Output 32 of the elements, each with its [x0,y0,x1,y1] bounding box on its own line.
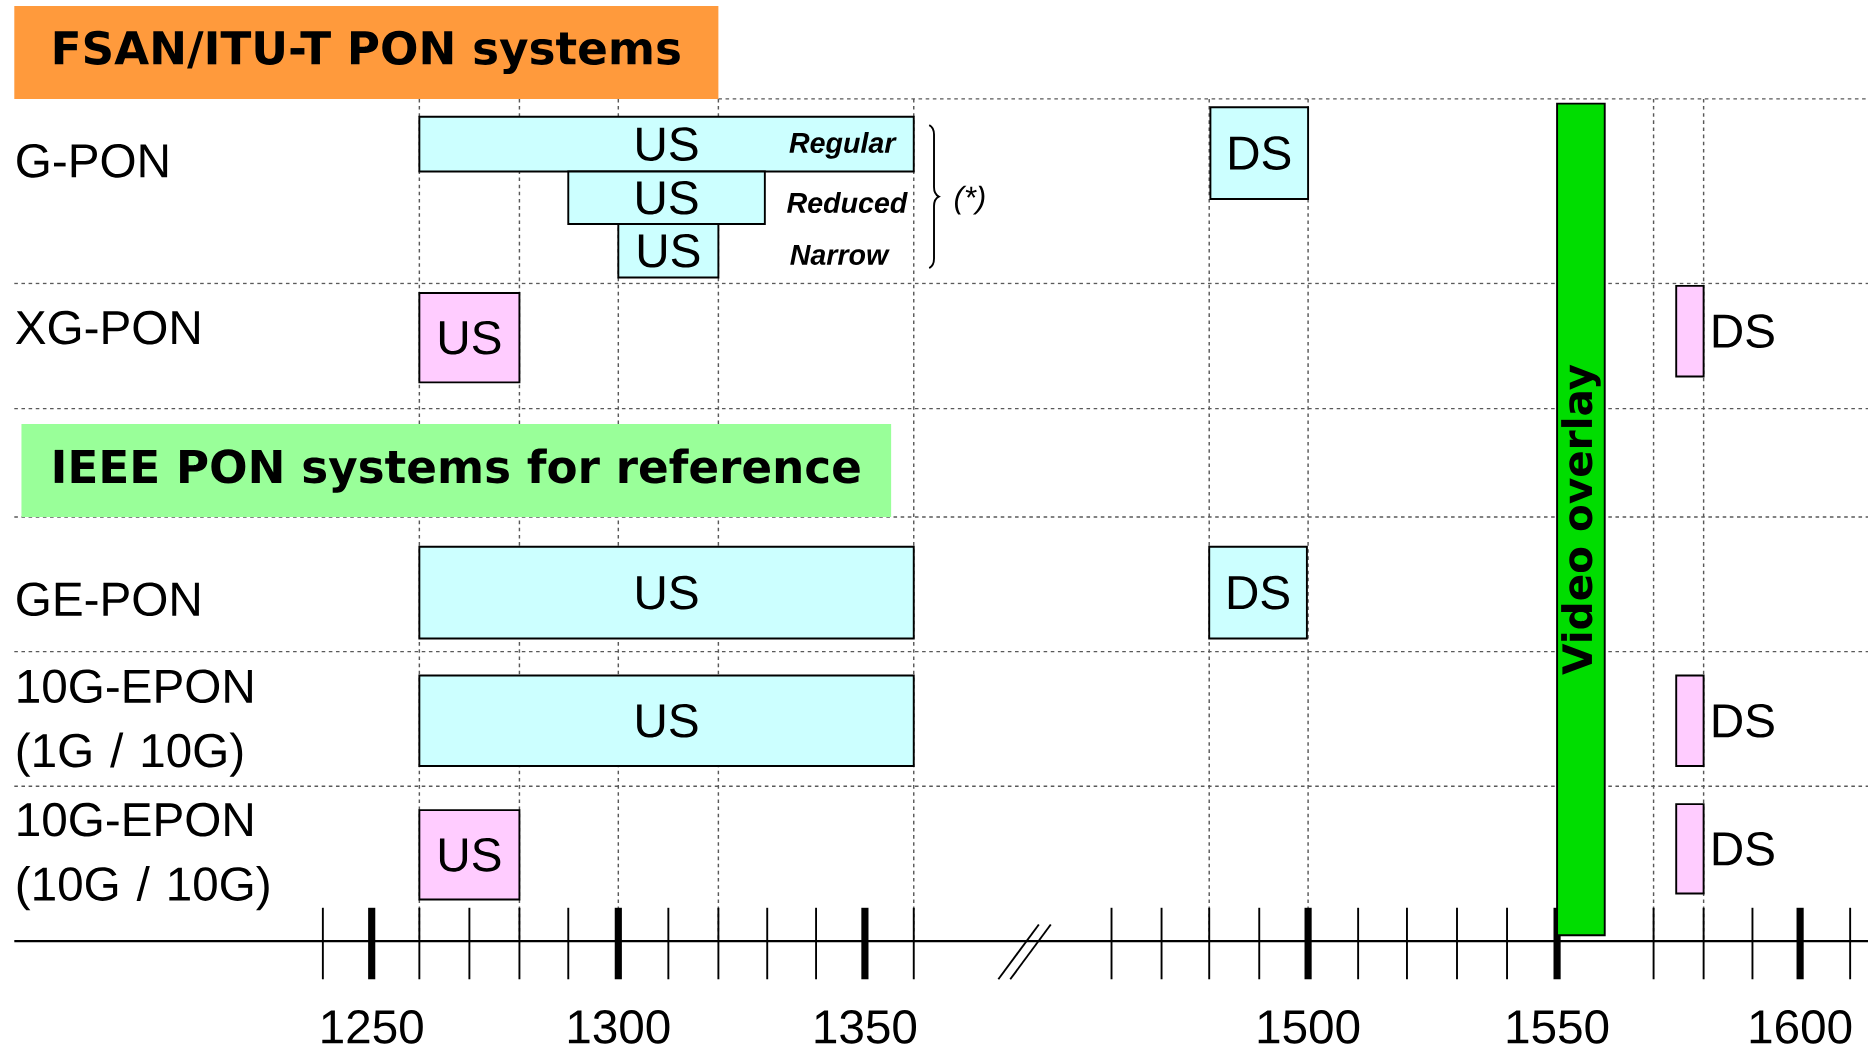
band-box: US [418,546,915,640]
heading-band: IEEE PON systems for reference [21,424,892,518]
axis-tick-label: 1350 [815,1010,916,1044]
axis-tick-label: 1550 [1507,1010,1609,1044]
band-box: US [567,170,766,226]
footnote-mark: (*) [955,185,985,215]
row-label: 10G-EPON (10G / 10G) [17,802,269,911]
node-label: DS [1713,314,1774,349]
band-label: Reduced [787,192,908,214]
band-box: DS [1209,106,1310,201]
row-label: G-PON [17,144,168,178]
band-box: DS [1208,546,1308,640]
heading-band: FSAN/ITU-T PON systems [14,6,719,99]
node-label: DS [1713,832,1774,866]
axis-tick-label: 1300 [568,1010,670,1044]
band-box: DS [1675,285,1774,378]
node-label: DS [1713,704,1774,738]
band-label: Narrow [790,245,890,265]
row-label: GE-PON [17,582,199,617]
axis-tick-label: 1500 [1258,1010,1360,1044]
video-overlay-bar: Video overlay [1556,102,1606,937]
row-label: XG-PON [15,310,199,345]
band-label: Regular [789,132,897,159]
band-box: US [418,674,915,768]
band-box: DS [1675,803,1774,895]
row-label: 10G-EPON (1G / 10G) [17,669,252,777]
axis-tick-label: 1250 [322,1010,423,1044]
band-box: DS [1675,674,1774,768]
axis-tick-label: 1600 [1750,1010,1852,1044]
band-box: US [617,223,720,279]
band-box: US [418,292,521,384]
band-box: US [418,809,521,901]
